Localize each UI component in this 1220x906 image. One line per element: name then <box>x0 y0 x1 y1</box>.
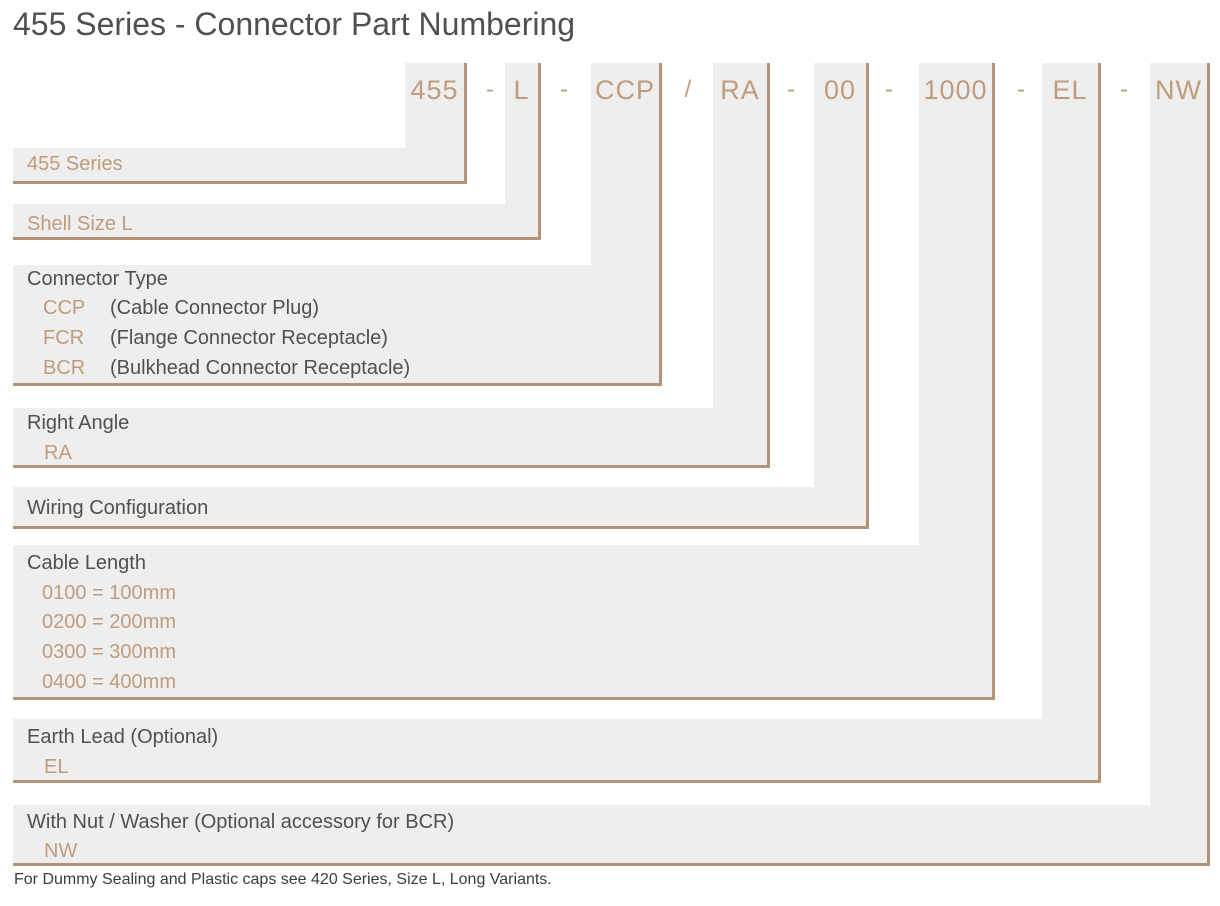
code-shell-size: L <box>513 75 530 105</box>
field-label-connector-type: Connector Type <box>27 268 168 290</box>
separator: - <box>486 76 494 103</box>
code-column-ccp <box>591 63 659 383</box>
field-panel-wiring-config <box>13 487 814 526</box>
code-column-00 <box>814 63 866 526</box>
separator: - <box>1120 76 1128 103</box>
bracket-line <box>659 63 662 386</box>
bracket-line <box>1098 63 1101 783</box>
option-description: (Flange Connector Receptacle) <box>110 327 388 349</box>
option-code: NW <box>44 840 78 862</box>
footnote: For Dummy Sealing and Plastic caps see 4… <box>14 871 552 888</box>
bracket-line <box>13 237 541 240</box>
bracket-line <box>13 181 467 184</box>
bracket-line <box>992 63 995 700</box>
code-column-nw <box>1150 63 1207 863</box>
field-panel-series <box>13 148 405 181</box>
bracket-line <box>538 63 541 240</box>
bracket-line <box>767 63 770 468</box>
bracket-line <box>13 383 662 386</box>
bracket-line <box>866 63 869 529</box>
option-code: EL <box>44 756 69 778</box>
code-connector-type: CCP <box>594 75 655 105</box>
option-code: 0300 = 300mm <box>42 641 176 663</box>
option-code: RA <box>44 442 72 464</box>
field-label-shell-size: Shell Size L <box>27 213 133 235</box>
field-label-earth-lead: Earth Lead (Optional) <box>27 726 219 748</box>
code-right-angle: RA <box>720 75 760 105</box>
bracket-line <box>13 780 1101 783</box>
field-label-right-angle: Right Angle <box>27 412 130 434</box>
field-panel-earth-lead <box>13 719 1042 780</box>
bracket-line <box>464 63 467 184</box>
bracket-line <box>13 465 770 468</box>
option-code: 0200 = 200mm <box>42 611 176 633</box>
code-series: 455 <box>410 75 459 105</box>
code-column-l <box>505 63 538 237</box>
option-code: BCR <box>43 357 86 379</box>
separator: - <box>885 76 893 103</box>
field-label-cable-length: Cable Length <box>27 552 146 574</box>
field-panel-shell-size <box>13 204 505 237</box>
bracket-line <box>13 526 869 529</box>
code-column-el <box>1042 63 1098 780</box>
separator: - <box>1017 76 1025 103</box>
code-cable-length: 1000 <box>923 75 988 105</box>
code-column-1000 <box>919 63 992 697</box>
code-earth-lead: EL <box>1052 75 1088 105</box>
option-code: CCP <box>43 297 86 319</box>
field-label-wiring-config: Wiring Configuration <box>27 497 209 519</box>
field-panel-cable-length <box>13 545 919 697</box>
field-label-nut-washer: With Nut / Washer (Optional accessory fo… <box>27 811 455 833</box>
bracket-line <box>13 863 1210 866</box>
separator: / <box>684 76 692 103</box>
option-code: 0100 = 100mm <box>42 582 176 604</box>
field-panel-connector-type <box>13 265 591 383</box>
separator: - <box>560 76 568 103</box>
field-label-series: 455 Series <box>27 153 123 175</box>
page-title: 455 Series - Connector Part Numbering <box>13 6 576 42</box>
code-wiring-config: 00 <box>823 75 857 105</box>
option-code: FCR <box>43 327 85 349</box>
field-panel-right-angle <box>13 408 713 465</box>
option-code: 0400 = 400mm <box>42 671 176 693</box>
code-nut-washer: NW <box>1155 75 1202 105</box>
separator: - <box>787 76 795 103</box>
option-description: (Bulkhead Connector Receptacle) <box>110 357 411 379</box>
bracket-line <box>1207 63 1210 866</box>
bracket-line <box>13 697 995 700</box>
code-column-ra <box>713 63 767 465</box>
field-panel-nut-washer <box>13 805 1150 863</box>
code-column-455 <box>405 63 464 181</box>
option-description: (Cable Connector Plug) <box>110 297 319 319</box>
